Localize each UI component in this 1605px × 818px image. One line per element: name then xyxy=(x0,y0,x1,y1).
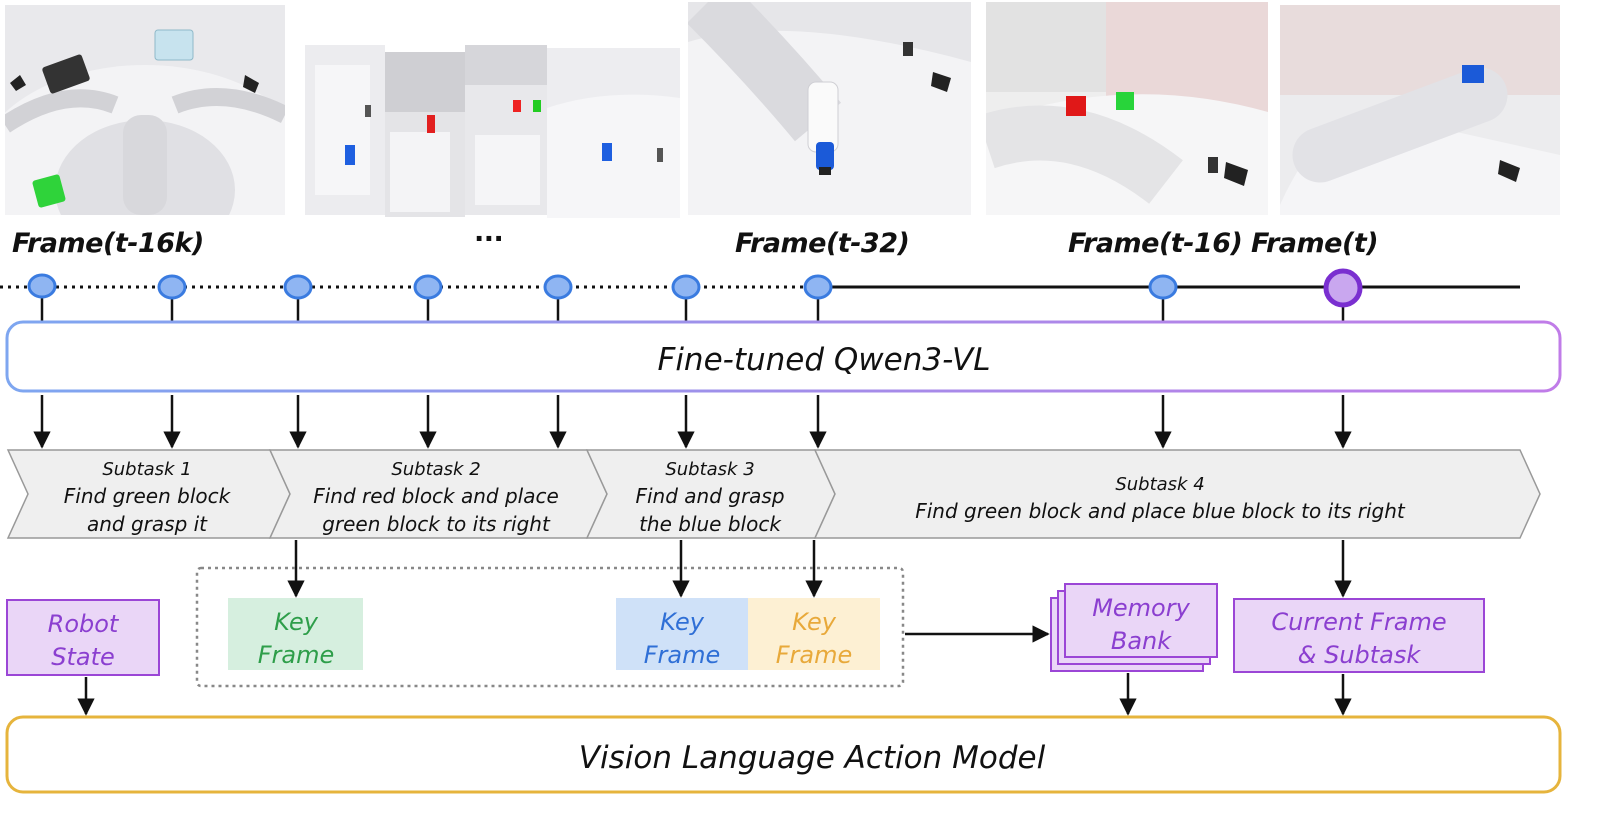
qwen-model-label: Fine-tuned Qwen3-VL xyxy=(657,342,990,378)
timeline-node-1 xyxy=(27,273,57,299)
label-frame-t-16k: Frame(t-16k) xyxy=(12,228,204,259)
current-frame-box xyxy=(1233,598,1485,673)
key-frame-orange xyxy=(748,598,880,670)
frame-thumbnail-2 xyxy=(305,45,385,215)
memory-bank-line2: Bank xyxy=(1111,627,1172,655)
vla-model-bar xyxy=(5,715,1562,794)
current-frame-line2: & Subtask xyxy=(1298,641,1422,669)
frame-thumbnail-5 xyxy=(547,48,680,218)
label-frame-t: Frame(t) xyxy=(1251,228,1379,259)
frame-thumbnail-4 xyxy=(465,45,547,215)
key-frame-blue-line1: Key xyxy=(660,608,705,636)
label-frame-t-16: Frame(t-16) xyxy=(1068,228,1243,259)
timeline-node-7 xyxy=(803,274,833,300)
timeline-node-4 xyxy=(413,274,443,300)
key-frame-container xyxy=(195,566,905,688)
label-ellipsis: ··· xyxy=(474,224,504,255)
subtask-2-line1: Find red block and place xyxy=(313,484,559,508)
timeline-node-8 xyxy=(1148,274,1178,300)
subtask-1-line1: Find green block xyxy=(64,484,232,508)
subtask-2-line2: green block to its right xyxy=(322,512,551,536)
frame-thumbnails xyxy=(0,0,1605,230)
label-frame-t-32: Frame(t-32) xyxy=(735,228,910,259)
memory-bank-line1: Memory xyxy=(1092,594,1190,622)
subtask-4-line1: Find green block and place blue block to… xyxy=(915,499,1406,523)
subtask-1-line2: and grasp it xyxy=(87,512,208,536)
timeline-node-6 xyxy=(671,274,701,300)
robot-state-line2: State xyxy=(51,643,115,671)
timeline-nodes xyxy=(27,268,1363,308)
key-frame-orange-line2: Frame xyxy=(776,641,853,669)
frame-thumbnail-7 xyxy=(986,2,1268,215)
subtask-3-title: Subtask 3 xyxy=(665,459,754,480)
vla-model-label: Vision Language Action Model xyxy=(579,740,1046,776)
key-frame-blue xyxy=(616,598,748,670)
frame-thumbnail-1 xyxy=(5,5,285,215)
subtask-3-line2: the blue block xyxy=(639,512,782,536)
timeline-node-3 xyxy=(283,274,313,300)
frame-thumbnail-8 xyxy=(1280,5,1560,215)
key-frame-green-line1: Key xyxy=(274,608,319,636)
subtask-chevron-4 xyxy=(813,449,1541,539)
frame-thumbnail-3 xyxy=(385,52,465,217)
timeline-node-current xyxy=(1323,268,1363,308)
robot-state-line1: Robot xyxy=(48,610,120,638)
frame-thumbnail-6 xyxy=(688,2,971,215)
timeline-node-2 xyxy=(157,274,187,300)
current-frame-line1: Current Frame xyxy=(1271,608,1446,636)
timeline-node-5 xyxy=(543,274,573,300)
robot-state-box xyxy=(6,599,160,676)
subtask-3-line1: Find and grasp xyxy=(635,484,784,508)
key-frame-orange-line1: Key xyxy=(792,608,837,636)
qwen-model-bar xyxy=(5,320,1562,393)
subtask-2-title: Subtask 2 xyxy=(391,459,480,480)
key-frame-green xyxy=(228,598,363,670)
subtask-1-title: Subtask 1 xyxy=(102,459,191,480)
key-frame-green-line2: Frame xyxy=(258,641,335,669)
subtask-4-title: Subtask 4 xyxy=(1115,474,1204,495)
key-frame-blue-line2: Frame xyxy=(644,641,721,669)
memory-bank-box xyxy=(1064,583,1218,658)
